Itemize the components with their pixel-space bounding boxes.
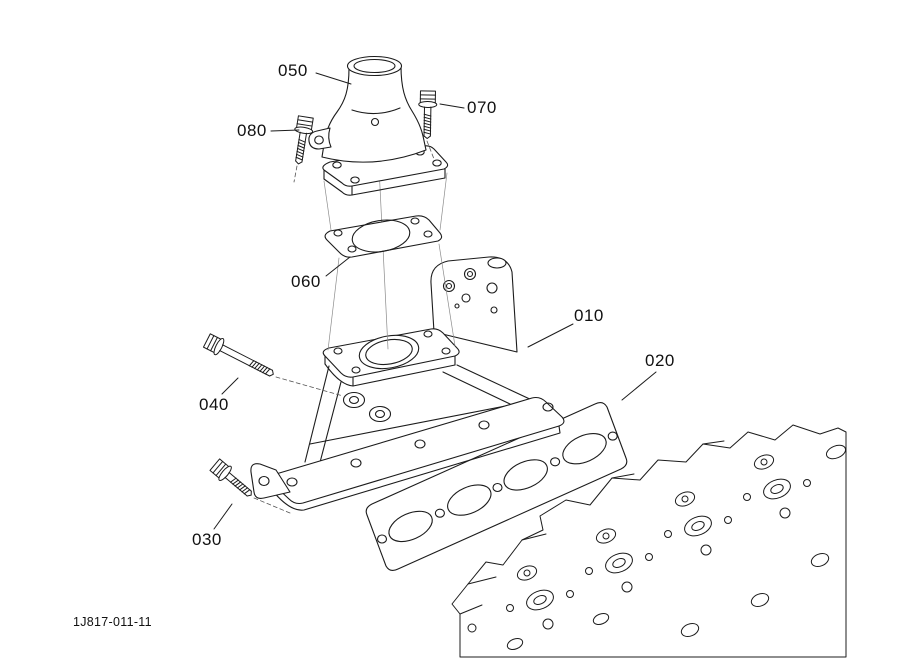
part-020-manifold-gasket <box>365 401 628 572</box>
projection-lines <box>323 75 456 351</box>
callout-030: 030 <box>192 530 222 549</box>
callout-040: 040 <box>199 395 229 414</box>
part-040-bolt <box>202 331 278 383</box>
leader-line-010 <box>527 323 574 348</box>
leader-line-030 <box>213 503 233 530</box>
leader-lines <box>213 72 657 530</box>
part-060-flange-gasket <box>324 215 443 258</box>
leader-line-060 <box>325 256 351 277</box>
part-030-bolt <box>208 457 258 503</box>
drawing-number: 1J817-011-11 <box>73 615 152 629</box>
leader-line-080 <box>270 129 300 132</box>
part-010-intake-manifold <box>250 256 565 511</box>
callout-020: 020 <box>645 351 675 370</box>
bolt-axis-lines <box>253 140 435 514</box>
leader-line-050 <box>315 72 352 85</box>
callout-070: 070 <box>467 98 497 117</box>
callout-080: 080 <box>237 121 267 140</box>
leader-line-040 <box>221 377 239 395</box>
leader-line-020 <box>621 371 657 401</box>
leader-line-070 <box>439 103 465 109</box>
callout-060: 060 <box>291 272 321 291</box>
callout-050: 050 <box>278 61 308 80</box>
part-050-water-flange <box>308 55 449 196</box>
cylinder-head <box>451 424 847 658</box>
callout-010: 010 <box>574 306 604 325</box>
